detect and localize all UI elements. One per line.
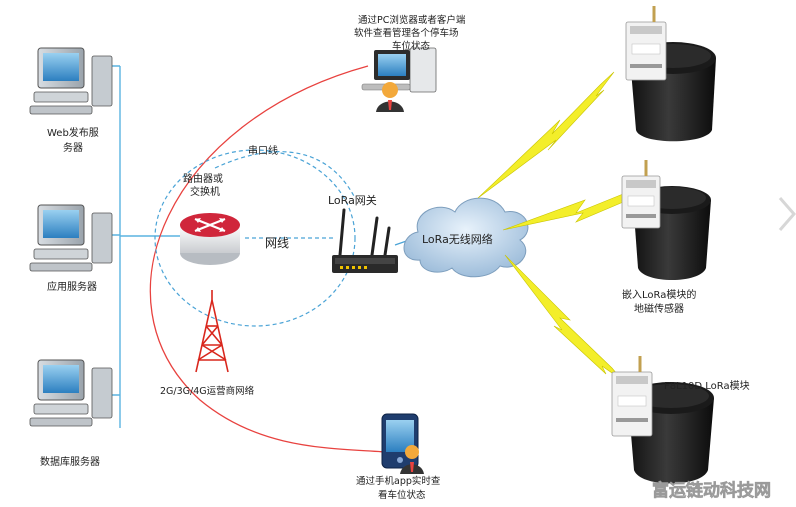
module-label: F8L10D LoRa模块 — [664, 380, 750, 392]
pc-user-icon — [361, 47, 437, 112]
web-server — [29, 47, 113, 115]
network-label: 网线 — [265, 236, 289, 250]
lora-cloud-icon — [403, 197, 529, 278]
pc-text-3: 车位状态 — [392, 40, 431, 52]
lightning-bolt-top — [477, 71, 615, 199]
phone-text-1: 通过手机app实时查 — [356, 475, 441, 487]
geomagnetic-sensor-mid — [621, 160, 711, 280]
chevron-right-icon[interactable] — [778, 197, 796, 231]
sensor-caption-2: 地磁传感器 — [634, 302, 684, 315]
pc-text-1: 通过PC浏览器或者客户端 — [358, 14, 466, 26]
watermark-text: 富运链动科技网 — [652, 480, 771, 501]
sensor-caption-1: 嵌入LoRa模块的 — [622, 288, 696, 301]
db-server — [29, 359, 113, 427]
router-icon — [180, 213, 240, 265]
red-arc-link — [149, 65, 386, 453]
gateway-label: LoRa网关 — [328, 193, 377, 207]
cloud-label: LoRa无线网络 — [422, 232, 493, 246]
phone-user-icon — [381, 413, 424, 474]
pc-text-2: 软件查看管理各个停车场 — [354, 27, 459, 39]
lora-gateway-icon — [332, 208, 398, 273]
cell-tower-icon — [195, 290, 229, 373]
serial-label: 串口线 — [248, 144, 278, 157]
serial-dashed-top — [214, 151, 356, 199]
serial-dashed-loop — [154, 149, 356, 327]
router-label-2: 交换机 — [190, 185, 220, 198]
lightning-bolt-mid — [502, 187, 641, 231]
db-server-label: 数据库服务器 — [40, 455, 100, 468]
geomagnetic-sensor-top — [625, 6, 716, 142]
web-server-label: Web发布服 — [47, 126, 99, 139]
router-label-1: 路由器或 — [183, 172, 223, 185]
app-server — [29, 204, 113, 272]
app-server-label: 应用服务器 — [47, 280, 97, 293]
web-server-label-2: 务器 — [63, 141, 83, 154]
lightning-bolt-bottom — [504, 254, 623, 381]
geomagnetic-sensor-bottom — [611, 356, 714, 484]
phone-text-2: 看车位状态 — [378, 489, 426, 501]
tower-label: 2G/3G/4G运营商网络 — [160, 385, 255, 397]
